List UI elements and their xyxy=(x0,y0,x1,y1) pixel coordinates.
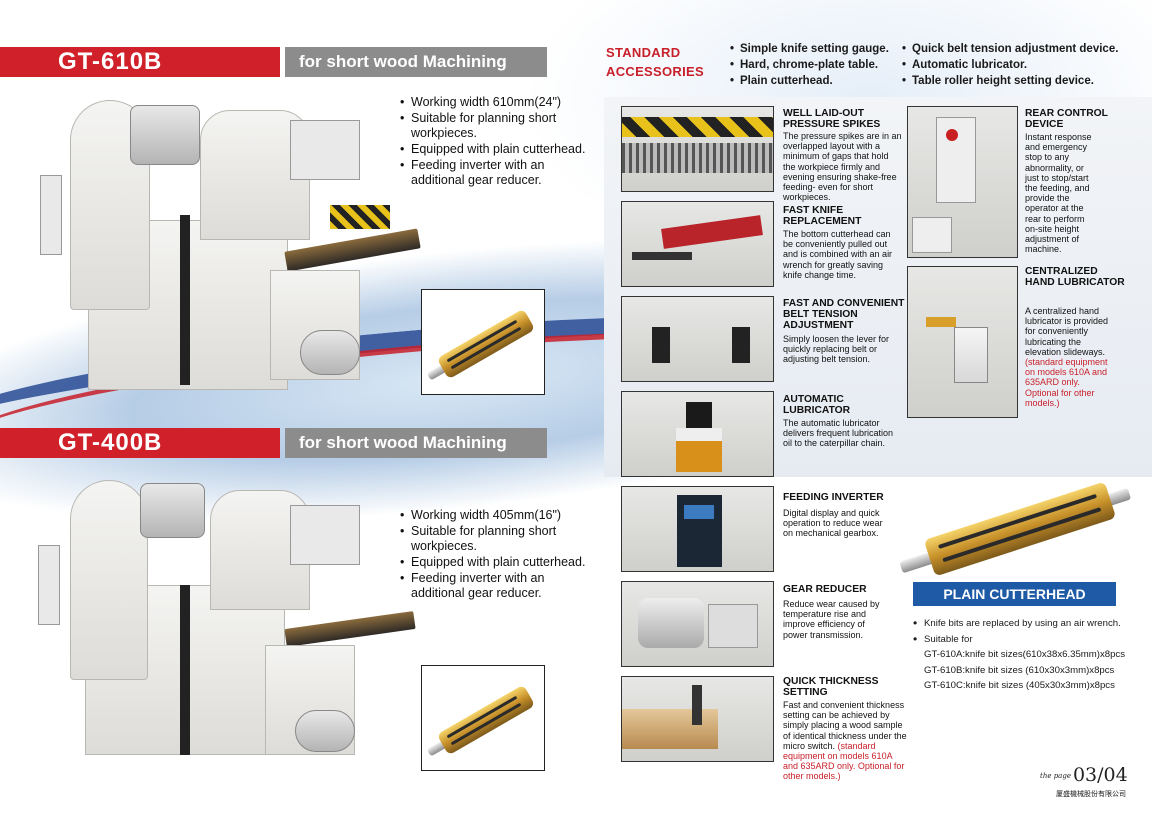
plain-cutterhead-list: Knife bits are replaced by using an air … xyxy=(913,616,1125,694)
photo-feeding-inverter xyxy=(621,486,774,572)
accessory-item: Simple knife setting gauge. xyxy=(730,41,889,57)
model-subtitle: for short wood Machining xyxy=(285,428,547,458)
cutterhead-roller xyxy=(426,684,536,757)
photo-pressure-spikes xyxy=(621,106,774,192)
feature-body-gear: Reduce wear caused by temperature rise a… xyxy=(783,599,880,640)
cutterhead-spec: GT-610C:knife bit sizes (405x30x3mm)x8pc… xyxy=(924,680,1115,691)
accessory-item: Quick belt tension adjustment device. xyxy=(902,41,1118,57)
model-header-gt400b: GT-400B for short wood Machining xyxy=(0,428,547,458)
standard-accessories-list-2: Quick belt tension adjustment device. Au… xyxy=(902,41,1118,89)
cutterhead-bullet: Suitable for xyxy=(913,632,1125,648)
feature-title-knife: FAST KNIFE REPLACEMENT xyxy=(783,205,862,227)
cutterhead-spec: GT-610B:knife bit sizes (610x30x3mm)x8pc… xyxy=(924,664,1115,676)
feature-body-pressure: The pressure spikes are in an overlapped… xyxy=(783,131,902,203)
feature-item: Equipped with plain cutterhead. xyxy=(400,142,590,157)
photo-gear-reducer xyxy=(621,581,774,667)
cutterhead-thumbnail-gt400b xyxy=(421,665,545,771)
gt610b-feature-list: Working width 610mm(24") Suitable for pl… xyxy=(400,95,590,189)
feature-item: Suitable for planning short workpieces. xyxy=(400,111,590,141)
feature-body-inverter: Digital display and quick operation to r… xyxy=(783,508,883,539)
company-name: 厦盛機械股份有限公司 xyxy=(1056,791,1126,798)
cutterhead-thumbnail-gt610b xyxy=(421,289,545,395)
gt400b-feature-list: Working width 405mm(16") Suitable for pl… xyxy=(400,508,590,602)
feature-title-inverter: FEEDING INVERTER xyxy=(783,492,884,503)
photo-auto-lubricator xyxy=(621,391,774,477)
feature-item: Feeding inverter with an additional gear… xyxy=(400,158,590,188)
accessory-item: Plain cutterhead. xyxy=(730,73,889,89)
photo-knife-replacement xyxy=(621,201,774,287)
feature-title-autolube: AUTOMATIC LUBRICATOR xyxy=(783,394,851,416)
feature-item: Suitable for planning short workpieces. xyxy=(400,524,590,554)
feature-title-thickness: QUICK THICKNESS SETTING xyxy=(783,676,879,698)
feature-body-rear: Instant response and emergency stop to a… xyxy=(1025,132,1092,255)
feature-body-knife: The bottom cutterhead can be convenientl… xyxy=(783,229,893,280)
feature-note-thickness: (standard equipment on models 610A and 6… xyxy=(783,740,905,782)
feature-title-pressure: WELL LAID-OUT PRESSURE SPIKES xyxy=(783,108,881,130)
feature-body-belt: Simply loosen the lever for quickly repl… xyxy=(783,334,890,365)
standard-accessories-list-1: Simple knife setting gauge. Hard, chrome… xyxy=(730,41,889,89)
accessory-item: Hard, chrome-plate table. xyxy=(730,57,889,73)
feature-title-central: CENTRALIZED HAND LUBRICATOR xyxy=(1025,266,1125,288)
machine-gt400b-image xyxy=(30,475,420,765)
feature-note-central: (standard equipment on models 610A and 6… xyxy=(1025,357,1108,408)
cutterhead-roller xyxy=(426,308,536,381)
feature-body-autolube: The automatic lubricator delivers freque… xyxy=(783,418,894,449)
feature-item: Working width 610mm(24") xyxy=(400,95,590,110)
cutterhead-bullet: Knife bits are replaced by using an air … xyxy=(913,616,1125,632)
model-name: GT-610B xyxy=(0,47,280,77)
feature-item: Feeding inverter with an additional gear… xyxy=(400,571,590,601)
photo-rear-control xyxy=(907,106,1018,258)
plain-cutterhead-title: PLAIN CUTTERHEAD xyxy=(913,582,1116,606)
feature-body-central: A centralized hand lubricator is provide… xyxy=(1025,306,1109,408)
accessory-item: Table roller height setting device. xyxy=(902,73,1118,89)
cutterhead-spec: GT-610A:knife bit sizes(610x38x6.35mm)x8… xyxy=(924,649,1126,660)
feature-item: Equipped with plain cutterhead. xyxy=(400,555,590,570)
standard-accessories-title: STANDARD ACCESSORIES xyxy=(606,45,704,79)
model-subtitle: for short wood Machining xyxy=(285,47,547,77)
feature-body-thickness: Fast and convenient thickness setting ca… xyxy=(783,700,907,782)
accessory-item: Automatic lubricator. xyxy=(902,57,1118,73)
photo-central-lubricator xyxy=(907,266,1018,418)
feature-title-belt: FAST AND CONVENIENT BELT TENSION ADJUSTM… xyxy=(783,298,905,331)
machine-gt610b-image xyxy=(30,95,421,395)
model-name: GT-400B xyxy=(0,428,280,458)
feature-title-gear: GEAR REDUCER xyxy=(783,584,867,595)
photo-belt-tension xyxy=(621,296,774,382)
feature-item: Working width 405mm(16") xyxy=(400,508,590,523)
feature-title-rear: REAR CONTROL DEVICE xyxy=(1025,108,1108,130)
photo-thickness-setting xyxy=(621,676,774,762)
model-header-gt610b: GT-610B for short wood Machining xyxy=(0,47,547,77)
